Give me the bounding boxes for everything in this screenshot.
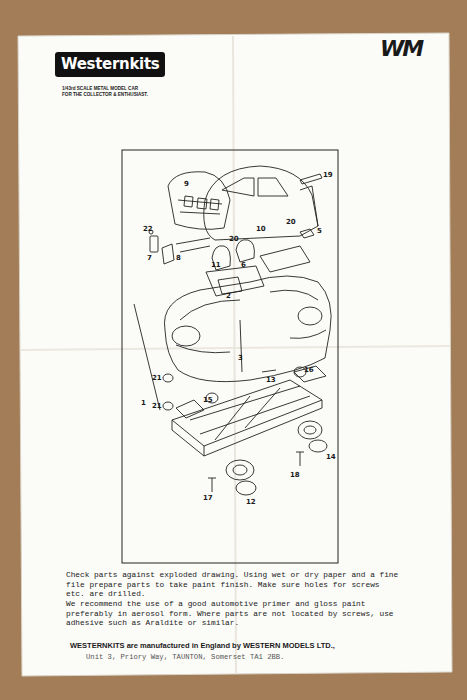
brand-logo: WM bbox=[380, 38, 422, 60]
subtitle: 1/43rd SCALE METAL MODEL CAR bbox=[62, 86, 138, 91]
callout-number: 16 bbox=[304, 367, 314, 374]
callout-number: 20 bbox=[229, 236, 239, 243]
footer-text: WESTERNKITS are manufactured in England … bbox=[70, 642, 335, 650]
instruction-text: We recommend the use of a good automotiv… bbox=[66, 600, 401, 629]
callout-number: 5 bbox=[317, 228, 322, 235]
callout-number: 19 bbox=[323, 172, 333, 179]
callout-number: 22 bbox=[143, 226, 153, 233]
callout-number: 20 bbox=[286, 219, 296, 226]
instruction-text: Check parts against exploded drawing. Us… bbox=[66, 571, 401, 600]
callout-number: 15 bbox=[203, 397, 213, 404]
logo-box: Westernkits bbox=[55, 52, 165, 77]
address-text: Unit 3, Priory Way, TAUNTON, Somerset TA… bbox=[86, 654, 284, 661]
subtitle: FOR THE COLLECTOR & ENTHUSIAST. bbox=[62, 92, 148, 97]
callout-number: 13 bbox=[266, 377, 276, 384]
callout-number: 7 bbox=[147, 255, 152, 262]
callout-number: 3 bbox=[238, 355, 243, 362]
callout-number: 8 bbox=[176, 255, 181, 262]
callout-number: 17 bbox=[203, 495, 213, 502]
callout-number: 11 bbox=[211, 262, 221, 269]
callout-number: 18 bbox=[290, 472, 300, 479]
callout-number: 1 bbox=[141, 400, 146, 407]
callout-number: 9 bbox=[184, 181, 189, 188]
callout-number: 12 bbox=[246, 499, 256, 506]
callout-number: 14 bbox=[326, 454, 336, 461]
callout-number: 21 bbox=[152, 375, 162, 382]
logo-text: Westernkits bbox=[55, 52, 165, 77]
callout-number: 6 bbox=[241, 262, 246, 269]
callout-number: 21 bbox=[152, 403, 162, 410]
callout-number: 2 bbox=[226, 293, 231, 300]
callout-number: 10 bbox=[256, 226, 266, 233]
